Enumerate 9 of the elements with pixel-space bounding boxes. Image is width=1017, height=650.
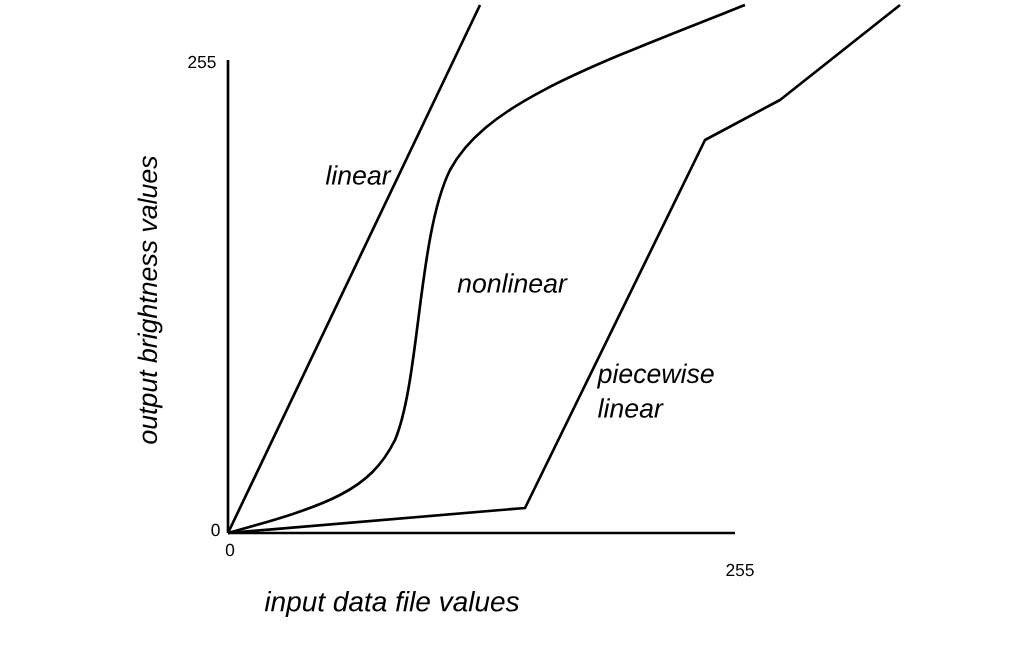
curve-label: linear: [325, 165, 392, 185]
axis-label: input data file values: [264, 590, 519, 618]
axis-label: output brightness values: [137, 156, 163, 444]
tick-label: 0: [225, 543, 235, 557]
tick-label: 0: [211, 523, 220, 537]
curve-label: piecewise linear: [596, 363, 714, 418]
tick-label: 255: [726, 563, 754, 577]
curve-label: nonlinear: [457, 273, 568, 293]
tick-label: 255: [188, 55, 216, 69]
